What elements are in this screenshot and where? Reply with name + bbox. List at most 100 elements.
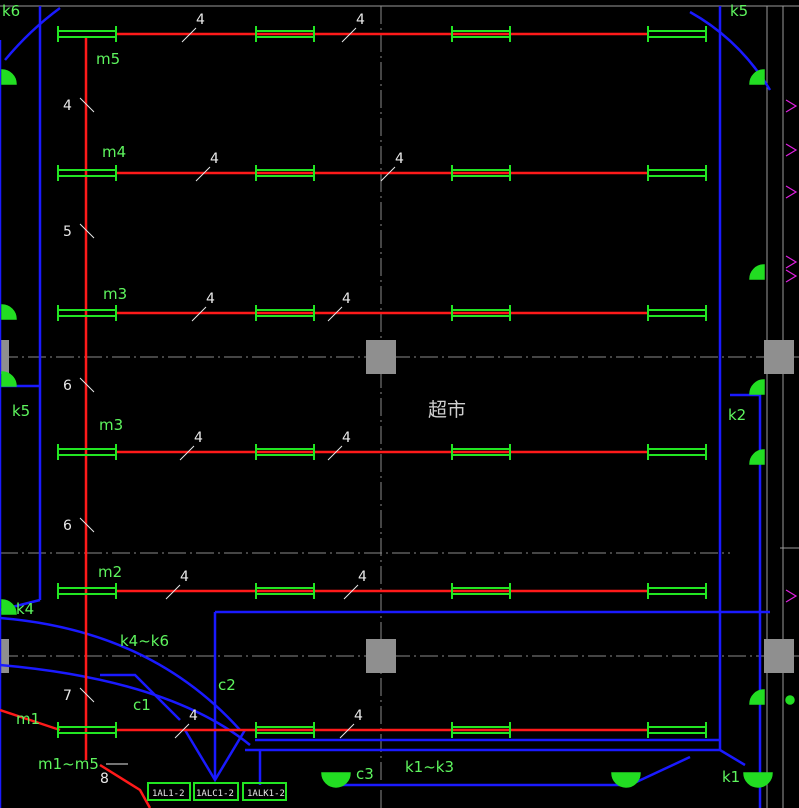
- label-k1: k1: [722, 768, 740, 786]
- wire-count-label: 4: [358, 569, 367, 585]
- label-k4: k4: [16, 600, 34, 618]
- trunk-count-tick: [79, 377, 95, 393]
- fluorescent-fixture-icon: [57, 444, 117, 460]
- wire-count-tick: [174, 723, 190, 739]
- circuit-name-label: m2: [98, 563, 122, 581]
- structural-columns: [0, 340, 794, 673]
- wire-count-tick: [327, 306, 343, 322]
- panel-1al1: 1AL1-2: [152, 789, 185, 799]
- trunk-count-tick: [79, 223, 95, 239]
- label-c2: c2: [218, 676, 236, 694]
- trunk-count-label: 4: [63, 98, 72, 114]
- fluorescent-fixture-icon: [255, 444, 315, 460]
- fluorescent-fixture-icon: [647, 26, 707, 42]
- wire-count-label: 4: [356, 12, 365, 28]
- circuit-name-label: m5: [96, 50, 120, 68]
- outlet-icon: [1, 69, 17, 85]
- wire-count-tick: [191, 306, 207, 322]
- fluorescent-fixture-icon: [647, 444, 707, 460]
- trunk-count-label: 6: [63, 518, 72, 534]
- outlet-icon: [1, 599, 17, 615]
- junction-dot-icon: [785, 695, 795, 705]
- trunk-count-tick: [79, 97, 95, 113]
- label-k5-top: k5: [730, 2, 748, 20]
- fluorescent-fixture-icon: [647, 165, 707, 181]
- circuit-name-label: m3: [103, 285, 127, 303]
- wire-count-label: 4: [206, 291, 215, 307]
- fluorescent-fixture-icon: [647, 305, 707, 321]
- fluorescent-fixture-icon: [451, 26, 511, 42]
- conduit-routes: [0, 6, 772, 808]
- drawing-frame: [0, 5, 799, 808]
- fluorescent-fixture-icon: [255, 583, 315, 599]
- trunk-count-label: 6: [63, 378, 72, 394]
- fluorescent-fixture-icon: [647, 583, 707, 599]
- lighting-row: 4 4 m3: [57, 285, 707, 322]
- outlet-icon: [749, 69, 765, 85]
- fluorescent-fixture-icon: [451, 583, 511, 599]
- lighting-row: 4 4 m5: [57, 12, 707, 68]
- fluorescent-fixture-icon: [451, 165, 511, 181]
- label-m1-m5: m1~m5: [38, 755, 99, 773]
- wire-count-label: 4: [189, 708, 198, 724]
- wire-count-label: 4: [354, 708, 363, 724]
- circuit-labels: k6 k5 k5 k4 k4~k6 k2 k1 k1~k3 c1 c2 c3 m…: [2, 2, 748, 786]
- outlet-icon: [749, 689, 765, 705]
- room-label: 超市: [428, 399, 466, 421]
- magenta-symbols: [785, 99, 798, 603]
- label-k6: k6: [2, 2, 20, 20]
- label-k1-k3: k1~k3: [405, 758, 454, 776]
- circuit-name-label: m3: [99, 416, 123, 434]
- wire-count-label: 4: [194, 430, 203, 446]
- wire-count-tick: [339, 723, 355, 739]
- lighting-row: 4 4 m3: [57, 416, 707, 461]
- label-c1: c1: [133, 696, 151, 714]
- label-k5-left: k5: [12, 402, 30, 420]
- fluorescent-fixture-icon: [255, 26, 315, 42]
- panel-1alc1: 1ALC1-2: [196, 789, 234, 799]
- wire-count-tick: [343, 584, 359, 600]
- fluorescent-fixture-icon: [255, 722, 315, 738]
- wire-count-label: 4: [342, 291, 351, 307]
- fluorescent-fixture-icon: [57, 722, 117, 738]
- trunk-count-label: 7: [63, 688, 72, 704]
- label-k4-k6: k4~k6: [120, 632, 169, 650]
- wire-count-label: 4: [342, 430, 351, 446]
- wire-count-tick: [380, 166, 396, 182]
- outlet-icon: [1, 371, 17, 387]
- wire-count-tick: [179, 445, 195, 461]
- wire-count-label: 4: [196, 12, 205, 28]
- wire-count-tick: [327, 445, 343, 461]
- outlet-icon: [1, 304, 17, 320]
- trunk-wire-counts: 4 5 6 6 7 8: [63, 97, 109, 787]
- trunk-count-tick: [79, 687, 95, 703]
- fluorescent-fixture-icon: [255, 305, 315, 321]
- wire-count-tick: [181, 27, 197, 43]
- outlet-icon: [749, 449, 765, 465]
- trunk-count-label: 5: [63, 224, 72, 240]
- fluorescent-fixture-icon: [57, 583, 117, 599]
- outlet-icon: [749, 264, 765, 280]
- trunk-count-label: 8: [100, 771, 109, 787]
- wire-count-tick: [195, 166, 211, 182]
- fluorescent-fixture-icon: [451, 722, 511, 738]
- distribution-panels: 1AL1-2 1ALC1-2 1ALK1-2: [147, 782, 287, 801]
- fluorescent-fixture-icon: [451, 444, 511, 460]
- fluorescent-fixture-icon: [255, 165, 315, 181]
- circuit-trunk: [0, 38, 152, 808]
- wire-count-tick: [341, 27, 357, 43]
- circuit-name-label: m4: [102, 143, 126, 161]
- outlet-icon: [749, 379, 765, 395]
- fluorescent-fixture-icon: [451, 305, 511, 321]
- fluorescent-fixture-icon: [57, 305, 117, 321]
- wire-count-tick: [165, 584, 181, 600]
- fluorescent-fixture-icon: [57, 26, 117, 42]
- wire-count-label: 4: [210, 151, 219, 167]
- label-c3: c3: [356, 765, 374, 783]
- fluorescent-fixture-icon: [647, 722, 707, 738]
